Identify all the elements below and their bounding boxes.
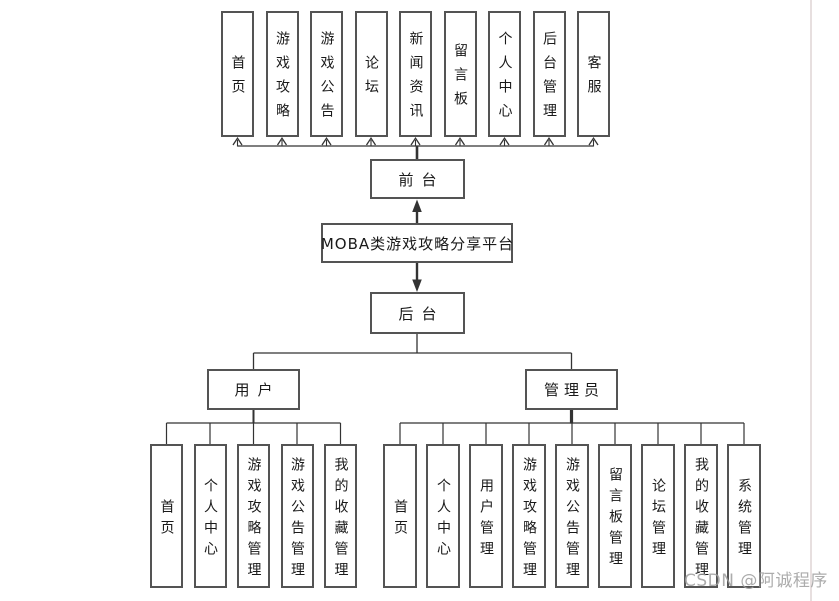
diagram-node: 我的收藏管理 xyxy=(324,444,357,588)
diagram-node-label: 后台管理 xyxy=(541,31,557,127)
diagram-node: 游戏攻略管理 xyxy=(512,444,546,588)
diagram-node: 首页 xyxy=(221,11,254,137)
diagram-node: 游戏公告管理 xyxy=(280,444,314,588)
diagram-node: 我的收藏管理 xyxy=(684,444,718,588)
diagram-node-label: 论坛管理 xyxy=(650,477,666,562)
front-modules-row: 首页 游戏攻略 游戏公告 论坛 新闻资讯 留言板 个人中心 后台管理 客服 xyxy=(221,11,610,137)
admin-children-row: 首页 个人中心 用户管理 游戏攻略管理 游戏公告管理 留言板管理 论坛管理 我的收藏管理 系统管… xyxy=(383,444,761,588)
diagram-node-label: 个人中心 xyxy=(496,31,513,127)
admin-node-label: 管理员 xyxy=(543,381,604,399)
diagram-node: 游戏公告 xyxy=(310,11,343,137)
diagram-node-label: 游戏攻略 xyxy=(274,31,290,127)
watermark: CSDN @阿诚程序 xyxy=(684,571,828,591)
diagram-node: 客服 xyxy=(577,11,610,137)
diagram-node: 个人中心 xyxy=(488,11,521,137)
diagram-node-label: 首页 xyxy=(229,55,246,103)
diagram-node: 用户管理 xyxy=(469,444,503,588)
diagram-node: 游戏攻略管理 xyxy=(237,444,270,588)
admin-node: 管理员 xyxy=(525,369,618,410)
diagram-node-label: 个人中心 xyxy=(202,477,218,562)
user-children-row: 首页 个人中心 游戏攻略管理 游戏公告管理 我的收藏管理 xyxy=(150,444,357,588)
diagram-node-label: 新闻资讯 xyxy=(407,31,424,127)
diagram-node: 首页 xyxy=(383,444,417,588)
user-node: 用户 xyxy=(207,369,300,410)
diagram-node: 个人中心 xyxy=(426,444,460,588)
platform-node: MOBA类游戏攻略分享平台 xyxy=(321,223,513,263)
diagram-node-label: 游戏公告管理 xyxy=(564,456,580,583)
back-node-label: 后台 xyxy=(398,304,445,323)
diagram-node: 首页 xyxy=(150,444,183,588)
front-node: 前台 xyxy=(370,159,465,199)
diagram-node-label: 系统管理 xyxy=(736,477,752,562)
diagram-node-label: 用户管理 xyxy=(478,477,494,562)
diagram-node-label: 游戏攻略管理 xyxy=(245,456,262,583)
diagram-node-label: 游戏公告管理 xyxy=(289,456,305,583)
diagram-node-label: 客服 xyxy=(585,55,602,103)
diagram-node: 论坛 xyxy=(354,11,388,137)
diagram-node-label: 我的收藏管理 xyxy=(332,456,349,583)
diagram-node-label: 留言板管理 xyxy=(607,467,623,572)
diagram-node: 留言板管理 xyxy=(598,444,632,588)
diagram-node: 后台管理 xyxy=(532,11,566,137)
diagram-node-label: 留言板 xyxy=(452,43,468,115)
diagram-node-label: 游戏攻略管理 xyxy=(521,456,537,583)
platform-node-label: MOBA类游戏攻略分享平台 xyxy=(320,234,515,253)
diagram-node: 新闻资讯 xyxy=(399,11,432,137)
front-node-label: 前台 xyxy=(398,170,445,189)
page-edge-divider xyxy=(810,0,812,601)
user-node-label: 用户 xyxy=(234,381,281,399)
diagram-node-label: 个人中心 xyxy=(435,477,451,562)
diagram-node: 游戏攻略 xyxy=(265,11,299,137)
diagram-node-label: 游戏公告 xyxy=(318,31,335,127)
diagram-node: 系统管理 xyxy=(727,444,761,588)
diagram-node-label: 论坛 xyxy=(363,55,379,103)
diagram-node: 论坛管理 xyxy=(641,444,675,588)
diagram-node: 游戏公告管理 xyxy=(555,444,589,588)
back-node: 后台 xyxy=(370,292,465,334)
diagram-node: 个人中心 xyxy=(193,444,227,588)
diagram-node-label: 首页 xyxy=(158,498,175,541)
diagram-node-label: 我的收藏管理 xyxy=(693,456,709,583)
diagram-node: 留言板 xyxy=(443,11,477,137)
diagram-node-label: 首页 xyxy=(392,498,408,541)
